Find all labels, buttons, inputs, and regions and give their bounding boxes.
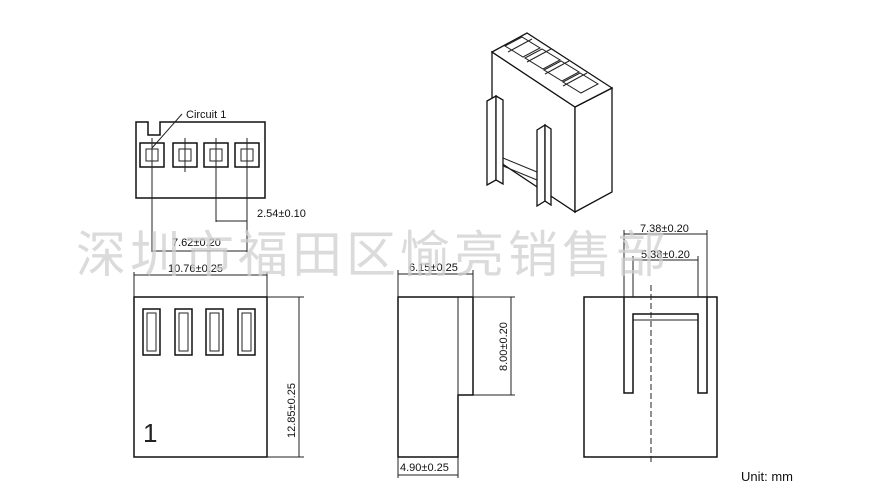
pin-window	[174, 308, 193, 356]
circuit-label: Circuit 1	[186, 109, 226, 121]
isometric-view	[486, 32, 614, 214]
side-height-dimension: 8.00±0.20	[498, 322, 510, 371]
top-view: Circuit 1 2.54±0.10 7.62±0.20	[135, 109, 306, 252]
front-view: 1 10.76±0.25 12.85±0.25	[133, 263, 304, 458]
rear-view: 7.38±0.20 5.38±0.20	[583, 223, 718, 465]
span-dimension: 7.62±0.20	[172, 237, 221, 249]
watermark-text: 深圳市福田区愉亮销售部	[76, 226, 670, 284]
pitch-dimension: 2.54±0.10	[257, 208, 306, 220]
pin-window	[237, 308, 256, 356]
pin-window	[205, 308, 224, 356]
side-view: 6.15±0.25 8.00±0.20 4.90±0.25	[397, 262, 515, 478]
side-bottom-dimension: 4.90±0.25	[400, 462, 449, 474]
rear-outer-dimension: 7.38±0.20	[640, 223, 689, 235]
width-dimension: 10.76±0.25	[168, 263, 223, 275]
side-top-dimension: 6.15±0.25	[409, 262, 458, 274]
pin-window	[142, 308, 161, 356]
height-dimension: 12.85±0.25	[286, 383, 298, 438]
rear-inner-dimension: 5.38±0.20	[641, 249, 690, 261]
pin-one-marker: 1	[143, 418, 157, 448]
unit-label: Unit: mm	[741, 469, 793, 484]
